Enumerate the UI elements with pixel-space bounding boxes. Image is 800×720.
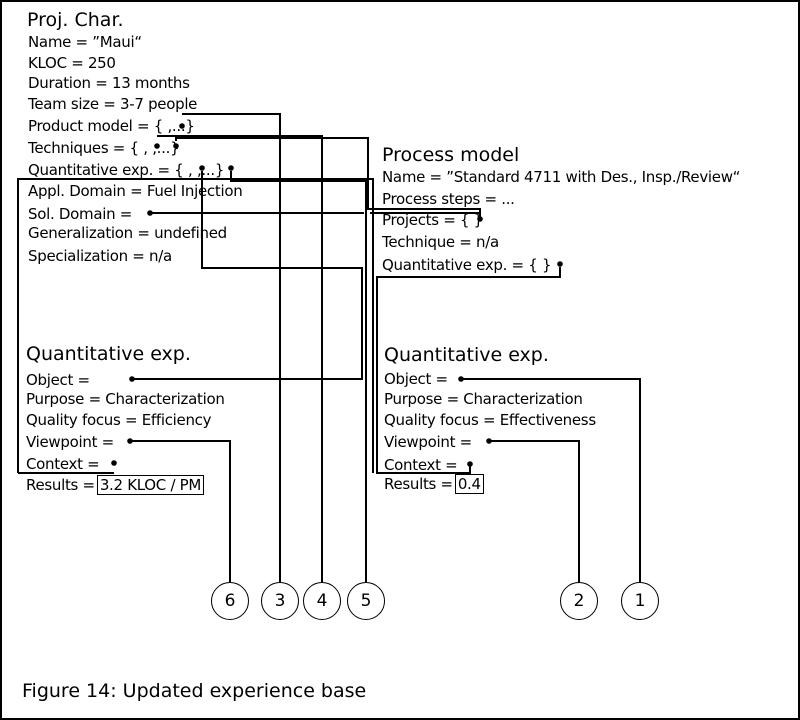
dot-process-qe <box>557 261 563 267</box>
dot-left-context <box>111 460 117 466</box>
dot-qe-1 <box>199 165 205 171</box>
marker-6: 6 <box>211 582 249 620</box>
qe-left-results-label: Results = <box>26 476 95 494</box>
process-model-steps: Process steps = ... <box>382 190 515 208</box>
marker-5: 5 <box>347 582 385 620</box>
qe-right-object: Object = <box>384 370 448 388</box>
qe-right-title: Quantitative exp. <box>384 344 549 366</box>
connector-product-model <box>182 113 281 585</box>
dot-sol-domain <box>147 210 153 216</box>
proj-char-kloc: KLOC = 250 <box>28 54 116 72</box>
dot-right-object <box>458 376 464 382</box>
qe-left-viewpoint: Viewpoint = <box>26 433 114 451</box>
marker-2: 2 <box>560 582 598 620</box>
dot-left-object <box>129 376 135 382</box>
marker-1: 1 <box>621 582 659 620</box>
proj-char-quantitative-exp: Quantitative exp. = { , ,...} <box>28 161 225 179</box>
figure-caption: Figure 14: Updated experience base <box>22 680 367 702</box>
qe-left-context: Context = <box>26 455 100 473</box>
connector-right-object <box>461 378 641 585</box>
connector-technique-1 <box>157 135 323 585</box>
proj-char-team-size: Team size = 3-7 people <box>28 95 198 113</box>
process-model-projects: Projects = { } <box>382 211 483 229</box>
generalization: Generalization = undefined <box>28 224 227 242</box>
proj-char-title: Proj. Char. <box>27 9 124 31</box>
proj-char-duration: Duration = 13 months <box>28 74 190 92</box>
dot-technique-2 <box>173 143 179 149</box>
specialization: Specialization = n/a <box>28 247 172 265</box>
qe-right-context: Context = <box>384 456 458 474</box>
proj-char-product-model: Product model = { ,...} <box>28 117 195 135</box>
connector-right-viewpoint <box>489 440 580 585</box>
process-model-name: Name = ”Standard 4711 with Des., Insp./R… <box>382 168 741 186</box>
dot-right-context <box>467 461 473 467</box>
process-model-title: Process model <box>382 144 520 166</box>
appl-domain: Appl. Domain = Fuel Injection <box>28 182 243 200</box>
proj-char-techniques: Techniques = { , ,...} <box>28 139 180 157</box>
connector-qe-left <box>132 171 363 380</box>
qe-right-viewpoint: Viewpoint = <box>384 433 472 451</box>
dot-left-viewpoint <box>127 438 133 444</box>
qe-right-purpose: Purpose = Characterization <box>384 390 583 408</box>
qe-left-purpose: Purpose = Characterization <box>26 390 225 408</box>
qe-left-object: Object = <box>26 371 90 389</box>
connector-left-viewpoint <box>130 440 231 585</box>
marker-4: 4 <box>303 582 341 620</box>
dot-projects <box>477 216 483 222</box>
qe-left-title: Quantitative exp. <box>26 343 191 365</box>
qe-right-results-label: Results = <box>384 475 453 493</box>
connector-qe-second <box>230 171 367 585</box>
qe-left-quality-focus: Quality focus = Efficiency <box>26 411 212 429</box>
qe-left-results-value: 3.2 KLOC / PM <box>96 475 205 495</box>
sol-domain: Sol. Domain = <box>28 205 133 223</box>
qe-right-results-value: 0.4 <box>454 474 484 494</box>
dot-qe-2 <box>228 165 234 171</box>
dot-technique-1 <box>154 143 160 149</box>
marker-3: 3 <box>261 582 299 620</box>
qe-right-quality-focus: Quality focus = Effectiveness <box>384 411 596 429</box>
connector-technique-2 <box>175 137 481 218</box>
qe-left-results: Results =3.2 KLOC / PM <box>26 475 205 495</box>
dot-right-viewpoint <box>486 438 492 444</box>
dot-product-model <box>179 123 185 129</box>
connector-process-qe <box>376 267 561 474</box>
proj-char-name: Name = ”Maui“ <box>28 33 142 51</box>
qe-right-results: Results =0.4 <box>384 474 484 494</box>
domain-box-outline <box>17 178 374 473</box>
process-model-technique: Technique = n/a <box>382 233 499 251</box>
process-model-quantitative-exp: Quantitative exp. = { } <box>382 256 552 274</box>
